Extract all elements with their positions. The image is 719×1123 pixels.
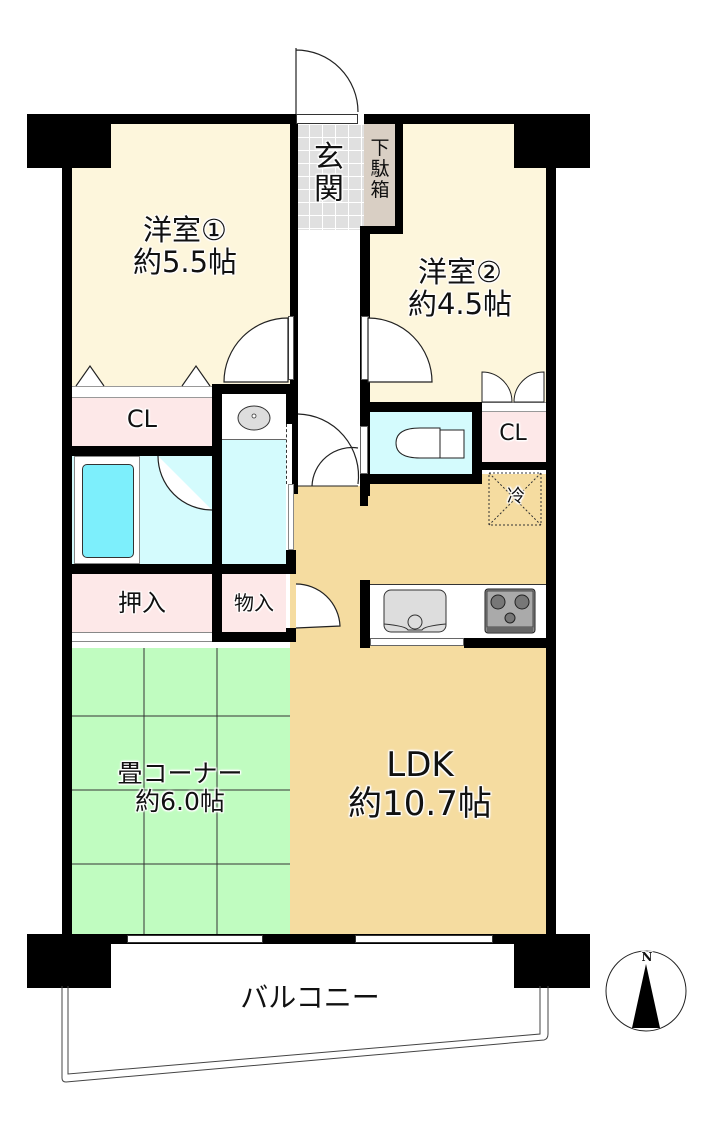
wall-storage-right-bottom xyxy=(286,550,296,574)
oshiire xyxy=(72,574,212,632)
door-hall-swing-1[interactable] xyxy=(296,412,366,492)
wall-tatami-top xyxy=(62,640,72,650)
wall-shoebox-right xyxy=(395,114,403,232)
entrance-door-threshold xyxy=(296,114,358,124)
ldk-size: 約10.7帖 xyxy=(348,784,492,825)
door-western1-swing[interactable] xyxy=(222,316,292,386)
oshiire-rail xyxy=(72,632,212,642)
wall-closet2-bottom xyxy=(472,462,556,470)
compass-north-label: N xyxy=(641,950,653,964)
western-room-1-label: 洋室① 約5.5帖 xyxy=(100,214,270,279)
sink-icon xyxy=(383,589,447,633)
storage xyxy=(222,574,286,632)
ldk-name: LDK xyxy=(386,745,454,785)
window-tatami xyxy=(127,935,263,943)
closet-2 xyxy=(480,412,546,462)
western-room-2-size: 約4.5帖 xyxy=(407,287,513,322)
tatami-size: 約6.0帖 xyxy=(135,787,225,816)
closet-1 xyxy=(72,398,212,446)
gas-stove-icon xyxy=(484,588,536,634)
closet2-doors[interactable] xyxy=(480,370,546,404)
refrigerator-label: 冷 xyxy=(507,486,525,507)
ldk-upper xyxy=(370,474,546,594)
tatami-name: 畳コーナー xyxy=(117,759,243,788)
tatami-label: 畳コーナー 約6.0帖 xyxy=(80,760,280,816)
refrigerator-space xyxy=(488,472,542,526)
wall-kitchen-left xyxy=(360,580,370,648)
western-room-1-name: 洋室① xyxy=(143,213,227,247)
wall-w2-bottom xyxy=(360,402,480,412)
entrance-floor xyxy=(296,124,364,230)
western-room-1-size: 約5.5帖 xyxy=(132,245,238,280)
washbasin-icon xyxy=(237,405,271,431)
western-room-2-name: 洋室② xyxy=(418,255,502,289)
wall-top-right xyxy=(364,114,554,124)
door-storage-swing[interactable] xyxy=(294,582,344,632)
western-room-2-label: 洋室② 約4.5帖 xyxy=(378,256,542,321)
kitchen-counter-lower xyxy=(370,638,464,646)
window-ldk xyxy=(355,935,493,943)
wall-entrance-left xyxy=(290,114,298,494)
bathtub xyxy=(82,464,134,558)
wall-top xyxy=(62,114,296,124)
wall-bottom xyxy=(62,934,556,944)
balcony-outline xyxy=(61,986,549,1083)
oshiire-label: 押入 xyxy=(118,589,166,617)
wall-right xyxy=(546,114,556,944)
toilet-door-gap xyxy=(360,426,368,474)
wall-closet1-right xyxy=(212,386,222,640)
washroom-sliding-door xyxy=(286,424,292,484)
compass-icon xyxy=(605,950,687,1032)
closet-2-rail xyxy=(480,402,546,412)
wall-toilet-bottom xyxy=(360,474,480,484)
closet1-doors[interactable] xyxy=(74,360,214,388)
wall-left xyxy=(62,114,72,944)
balcony-label: バルコニー xyxy=(240,981,380,1014)
wall-closet1-bottom xyxy=(62,446,222,456)
closet-2-label: CL xyxy=(499,421,527,446)
ldk-label: LDK 約10.7帖 xyxy=(320,745,520,825)
wall-shoebox-bottom xyxy=(360,226,403,234)
wall-storage-right-low xyxy=(286,628,296,642)
closet-1-label: CL xyxy=(126,405,158,433)
wall-toilet-right xyxy=(472,402,482,484)
wall-storage-bottom xyxy=(212,632,296,642)
entrance-door-swing[interactable] xyxy=(294,48,364,118)
washroom-side-gap xyxy=(288,484,294,550)
wall-bath-bottom xyxy=(62,564,296,574)
wall-kitchen-bottom xyxy=(464,638,546,648)
shoe-box xyxy=(364,124,395,226)
door-bathroom-swing[interactable] xyxy=(156,455,216,516)
toilet-icon xyxy=(395,427,465,459)
storage-label: 物入 xyxy=(234,591,274,615)
tatami-grid xyxy=(72,648,290,934)
tatami-corner xyxy=(72,648,290,934)
closet-1-rail xyxy=(72,386,212,398)
door-western2-swing[interactable] xyxy=(366,316,436,386)
wall-hall-stub xyxy=(360,484,368,506)
entrance-label: 玄関 xyxy=(314,140,344,207)
wall-w1-bottom xyxy=(212,384,298,394)
shoe-box-label: 下駄箱 xyxy=(370,137,390,201)
